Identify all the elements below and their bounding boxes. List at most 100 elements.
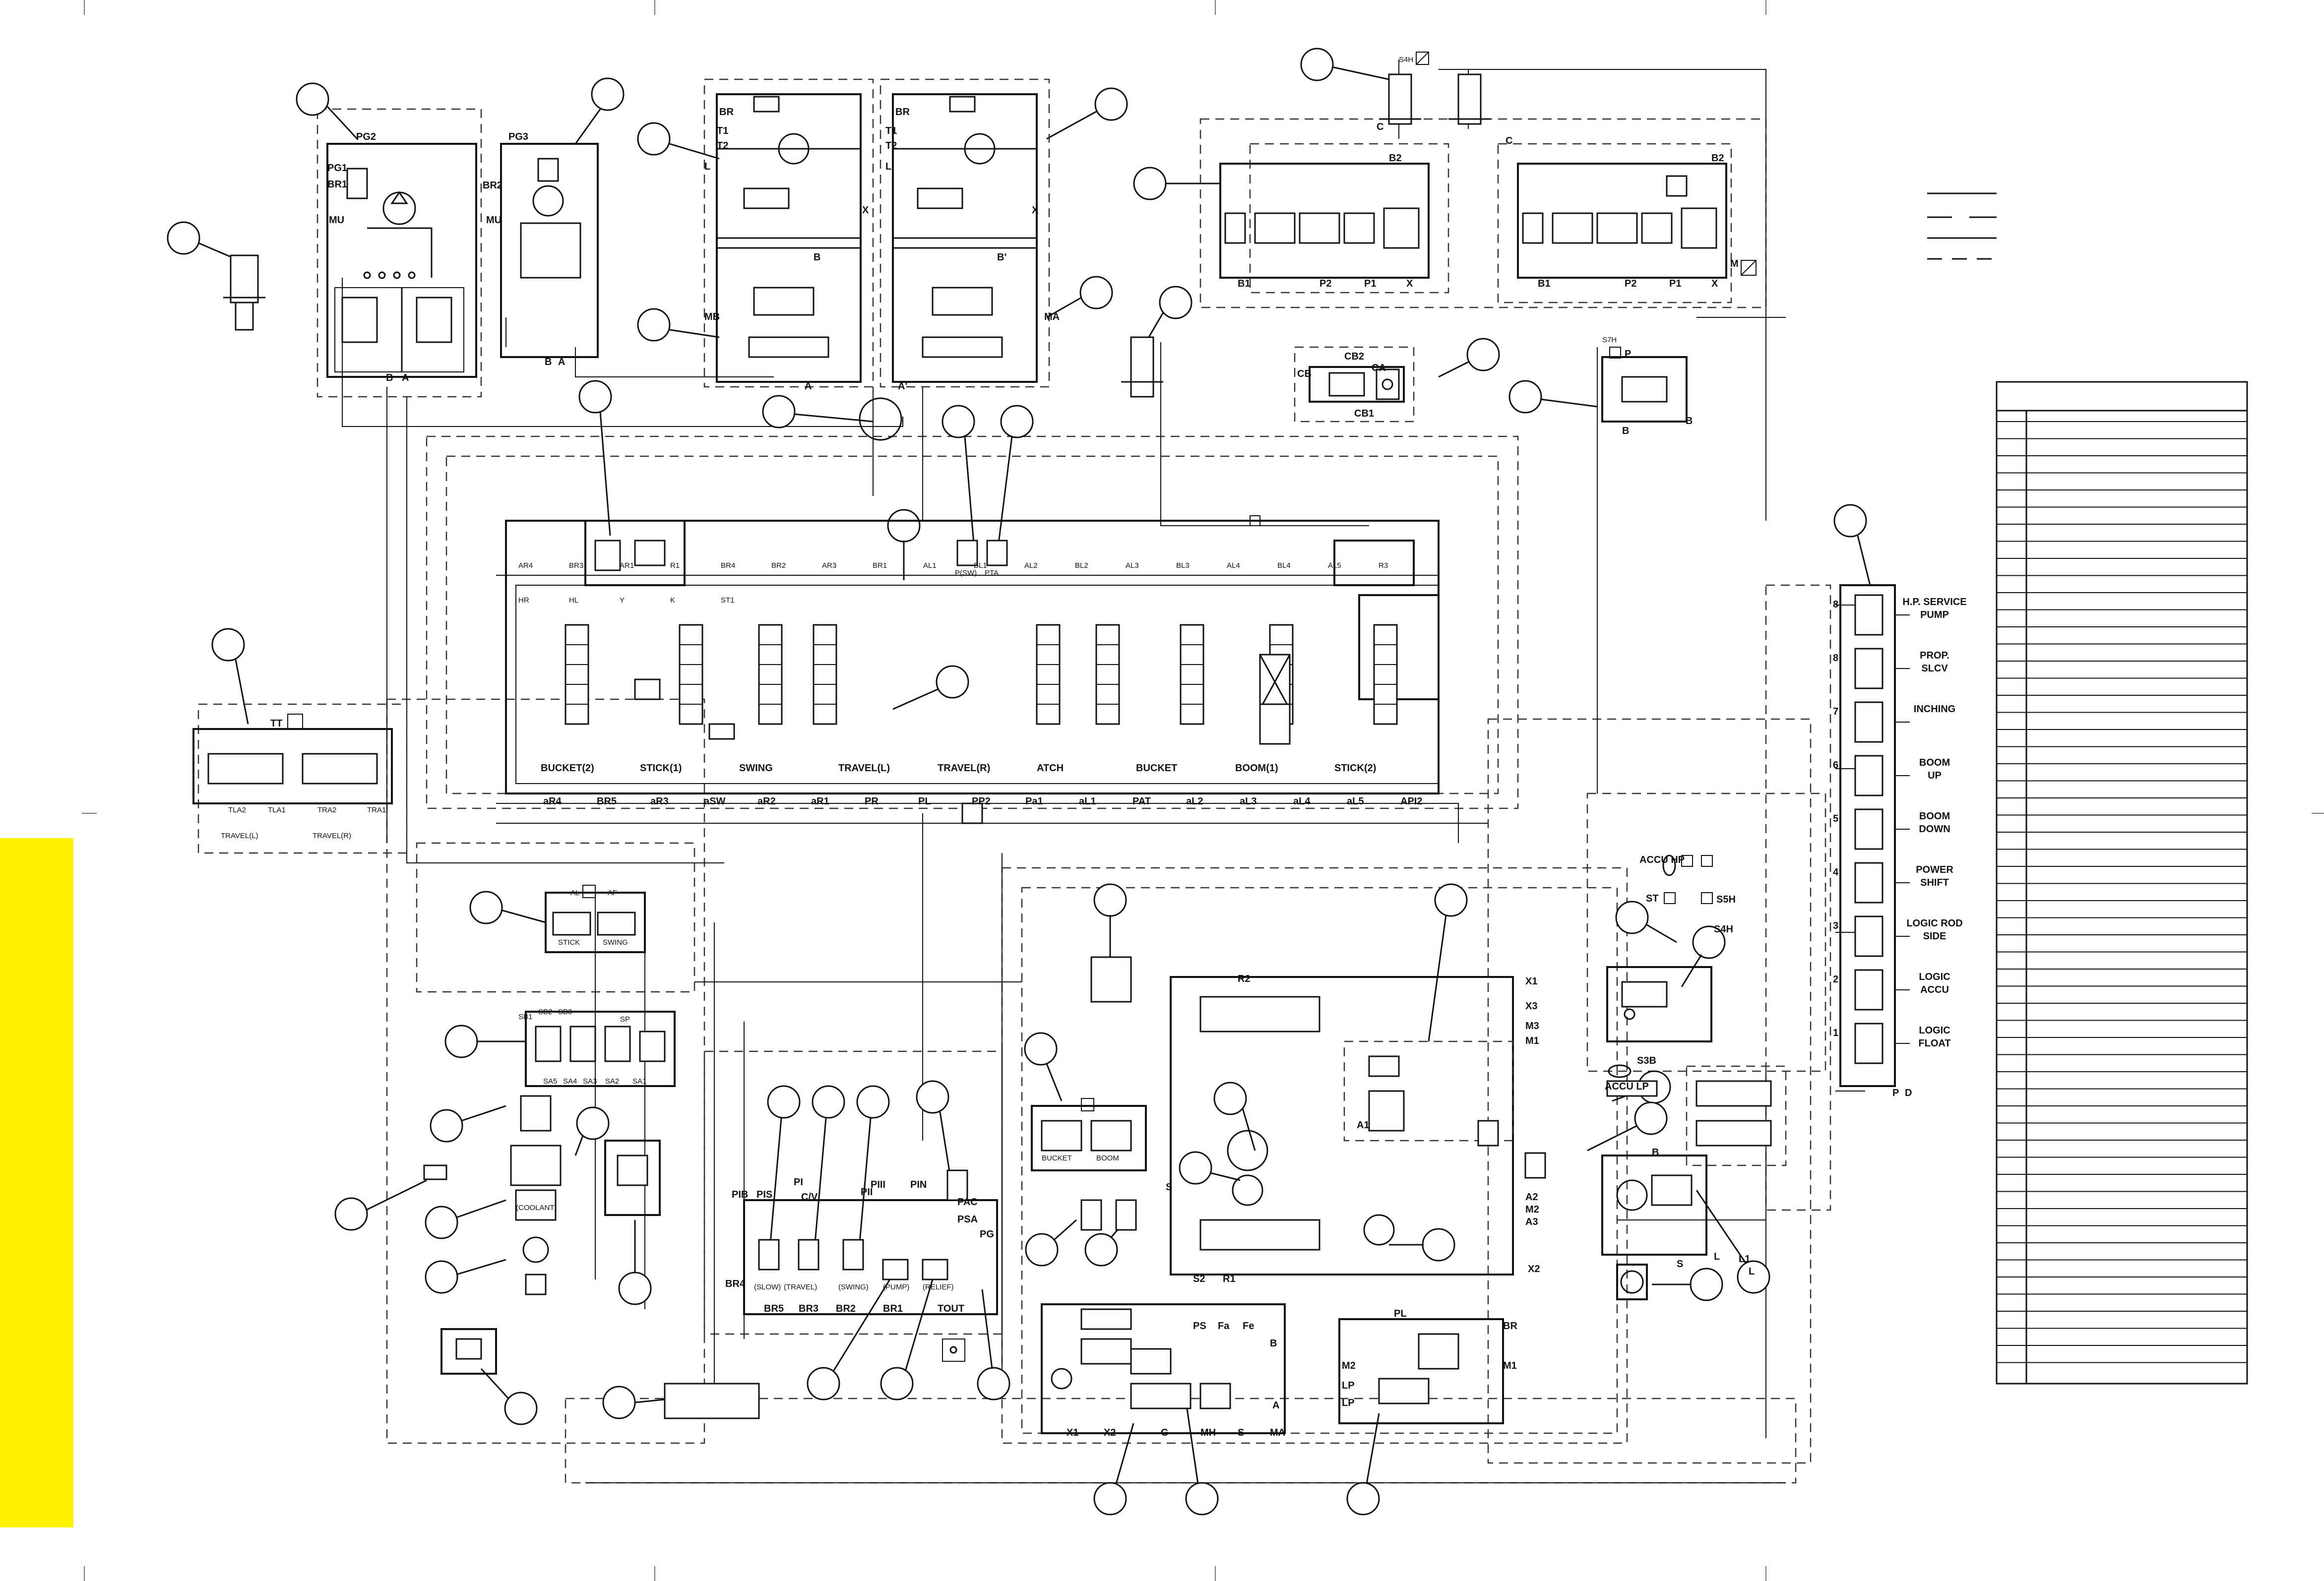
solenoid-valve (1854, 1023, 1884, 1064)
pilot-pump-right-label: B (545, 357, 552, 367)
accumulator-label: ACCU LP (1605, 1081, 1649, 1092)
left-cylinder (223, 254, 265, 331)
solenoid-stack-port: P (1892, 1088, 1899, 1098)
pilot-manifold-bottom-label: TOUT (938, 1303, 964, 1314)
cooler-label: (COOLANT) (516, 1204, 557, 1212)
solenoid-valve (1854, 648, 1884, 689)
accumulator-label: S3B (1637, 1055, 1656, 1066)
main-pump-label: S (1166, 1182, 1172, 1193)
callout-circle (892, 665, 969, 710)
travel-pilot-name-left: TRAVEL(L) (221, 832, 258, 840)
pilot-manifold-label: PG (980, 1229, 994, 1240)
callout-circle (637, 122, 720, 160)
callout-circle (1615, 901, 1677, 943)
solenoid-block-label: SA5 (543, 1077, 557, 1086)
main-valve-label: BUCKET (1136, 763, 1177, 774)
check-block-label: CA (1372, 363, 1386, 373)
solenoid-valve (1854, 594, 1884, 636)
pump-regulator-label: MH (1200, 1427, 1216, 1438)
stick-swing-label: AL (570, 889, 579, 897)
main-valve-label: aL5 (1347, 796, 1364, 807)
solenoid-number: 3 (1833, 920, 1838, 931)
main-valve-label: STICK(2) (1334, 763, 1376, 774)
travel-pilot-name-right: TRAVEL(R) (313, 832, 351, 840)
pilot-pump-left-label: PG1 (327, 163, 347, 174)
pl-block-label: LP (1342, 1398, 1355, 1408)
swing-motor-right-label: A' (898, 381, 907, 392)
service-pump-label: L (1714, 1251, 1720, 1262)
pilot-manifold-bottom-label: BR5 (764, 1303, 784, 1314)
callout-circle (425, 1199, 506, 1239)
swing-motor-left: BR T1 T2 L X MB A B (703, 78, 874, 392)
spool-valve (758, 624, 783, 725)
pilot-manifold-bottom-label: BR3 (799, 1303, 818, 1314)
callout-circle (480, 1368, 538, 1425)
callout-circle (574, 77, 625, 144)
upper-valve-left-label: B1 (1238, 278, 1251, 289)
pilot-manifold-valve-label: (TRAVEL) (784, 1283, 817, 1291)
solenoid-number: 6 (1833, 760, 1838, 771)
callout-circle (637, 308, 720, 342)
callout-circle (1681, 925, 1726, 987)
main-valve-label: BL1 (974, 561, 987, 570)
accumulator-area: ACCU HP ST S5H S4H ACCU LP S3B (1605, 854, 1787, 1166)
pl-block-label: M2 (1342, 1360, 1356, 1371)
pilot-manifold-top-label: PIB (732, 1189, 748, 1200)
main-pump-label: R2 (1238, 973, 1251, 984)
s7h-label: B (1686, 416, 1693, 426)
solenoid-function-line: BOOM (1919, 757, 1950, 768)
main-valve-label: SWING (739, 763, 773, 774)
pilot-manifold-top-label: PIII (871, 1179, 885, 1190)
pilot-manifold-bottom-label: BR1 (883, 1303, 903, 1314)
solenoid-function-line: SLCV (1921, 663, 1948, 674)
spool-valve (813, 624, 837, 725)
main-valve-label: BL3 (1176, 561, 1190, 570)
pump-regulator-label: Fa (1218, 1321, 1230, 1332)
upper-valve-block-right: B2 B1 P2 P1 X M (1497, 143, 1757, 304)
spool-valve (1180, 624, 1204, 725)
travel-pilot-label: TLA2 (228, 806, 246, 814)
main-valve-label: ST1 (721, 596, 735, 605)
swing-motor-right-label: T2 (885, 140, 897, 151)
upper-valve-left-label: P1 (1364, 278, 1376, 289)
solenoid-function-line: LOGIC ROD (1906, 918, 1962, 929)
legend-table (1996, 381, 2248, 1385)
main-valve-label: HR (518, 596, 529, 605)
callout-circle (1696, 1190, 1770, 1294)
solenoid-block-label: SB3 (558, 1008, 572, 1016)
accumulator-label: S5H (1716, 894, 1736, 905)
callout-circle (1389, 1228, 1455, 1262)
swing-motor-left-label: MB (704, 311, 720, 322)
check-block-label: CB2 (1344, 351, 1364, 362)
main-pump-label: M2 (1525, 1204, 1539, 1215)
solenoid-block: SB1 SB2 SB3 SP SA5 SA4 SA3 SA2 SA1 (518, 1008, 676, 1087)
callout-circle (1046, 87, 1128, 140)
callout-circle (916, 1080, 953, 1191)
pump-regulator-label: Fe (1243, 1321, 1254, 1332)
callout-circle (425, 1259, 506, 1294)
pilot-pump-right-label: PG3 (508, 131, 528, 142)
main-pump-label: M1 (1525, 1035, 1539, 1046)
main-valve-label: BR5 (597, 796, 617, 807)
pl-block: PL BR M1 M2 LP LP (1338, 1308, 1517, 1424)
callout-circle (469, 891, 546, 924)
main-valve-label: R3 (1379, 561, 1388, 570)
callout-circle (1093, 883, 1127, 967)
pilot-manifold-label: PAC (957, 1197, 978, 1208)
solenoid-function-line: FLOAT (1918, 1038, 1950, 1049)
pilot-pump-left-label: A (402, 372, 409, 383)
top-cylinders: S4H C C (1121, 52, 1512, 398)
pilot-manifold-valve-label: (SWING) (838, 1283, 869, 1291)
solenoid-number: 1 (1833, 1028, 1838, 1038)
stick-swing-label: STICK (558, 938, 580, 947)
pump-regulator-label: A (1272, 1400, 1279, 1411)
yellow-edge-bar (0, 838, 73, 1527)
pilot-pump-left-label: PG2 (356, 131, 376, 142)
callout-circle (430, 1105, 506, 1143)
pilot-manifold-bottom-label: BR2 (836, 1303, 856, 1314)
main-pump-label: S2 (1193, 1274, 1205, 1284)
solenoid-stack-port: D (1905, 1088, 1912, 1098)
swing-motor-left-label: T1 (717, 125, 728, 136)
